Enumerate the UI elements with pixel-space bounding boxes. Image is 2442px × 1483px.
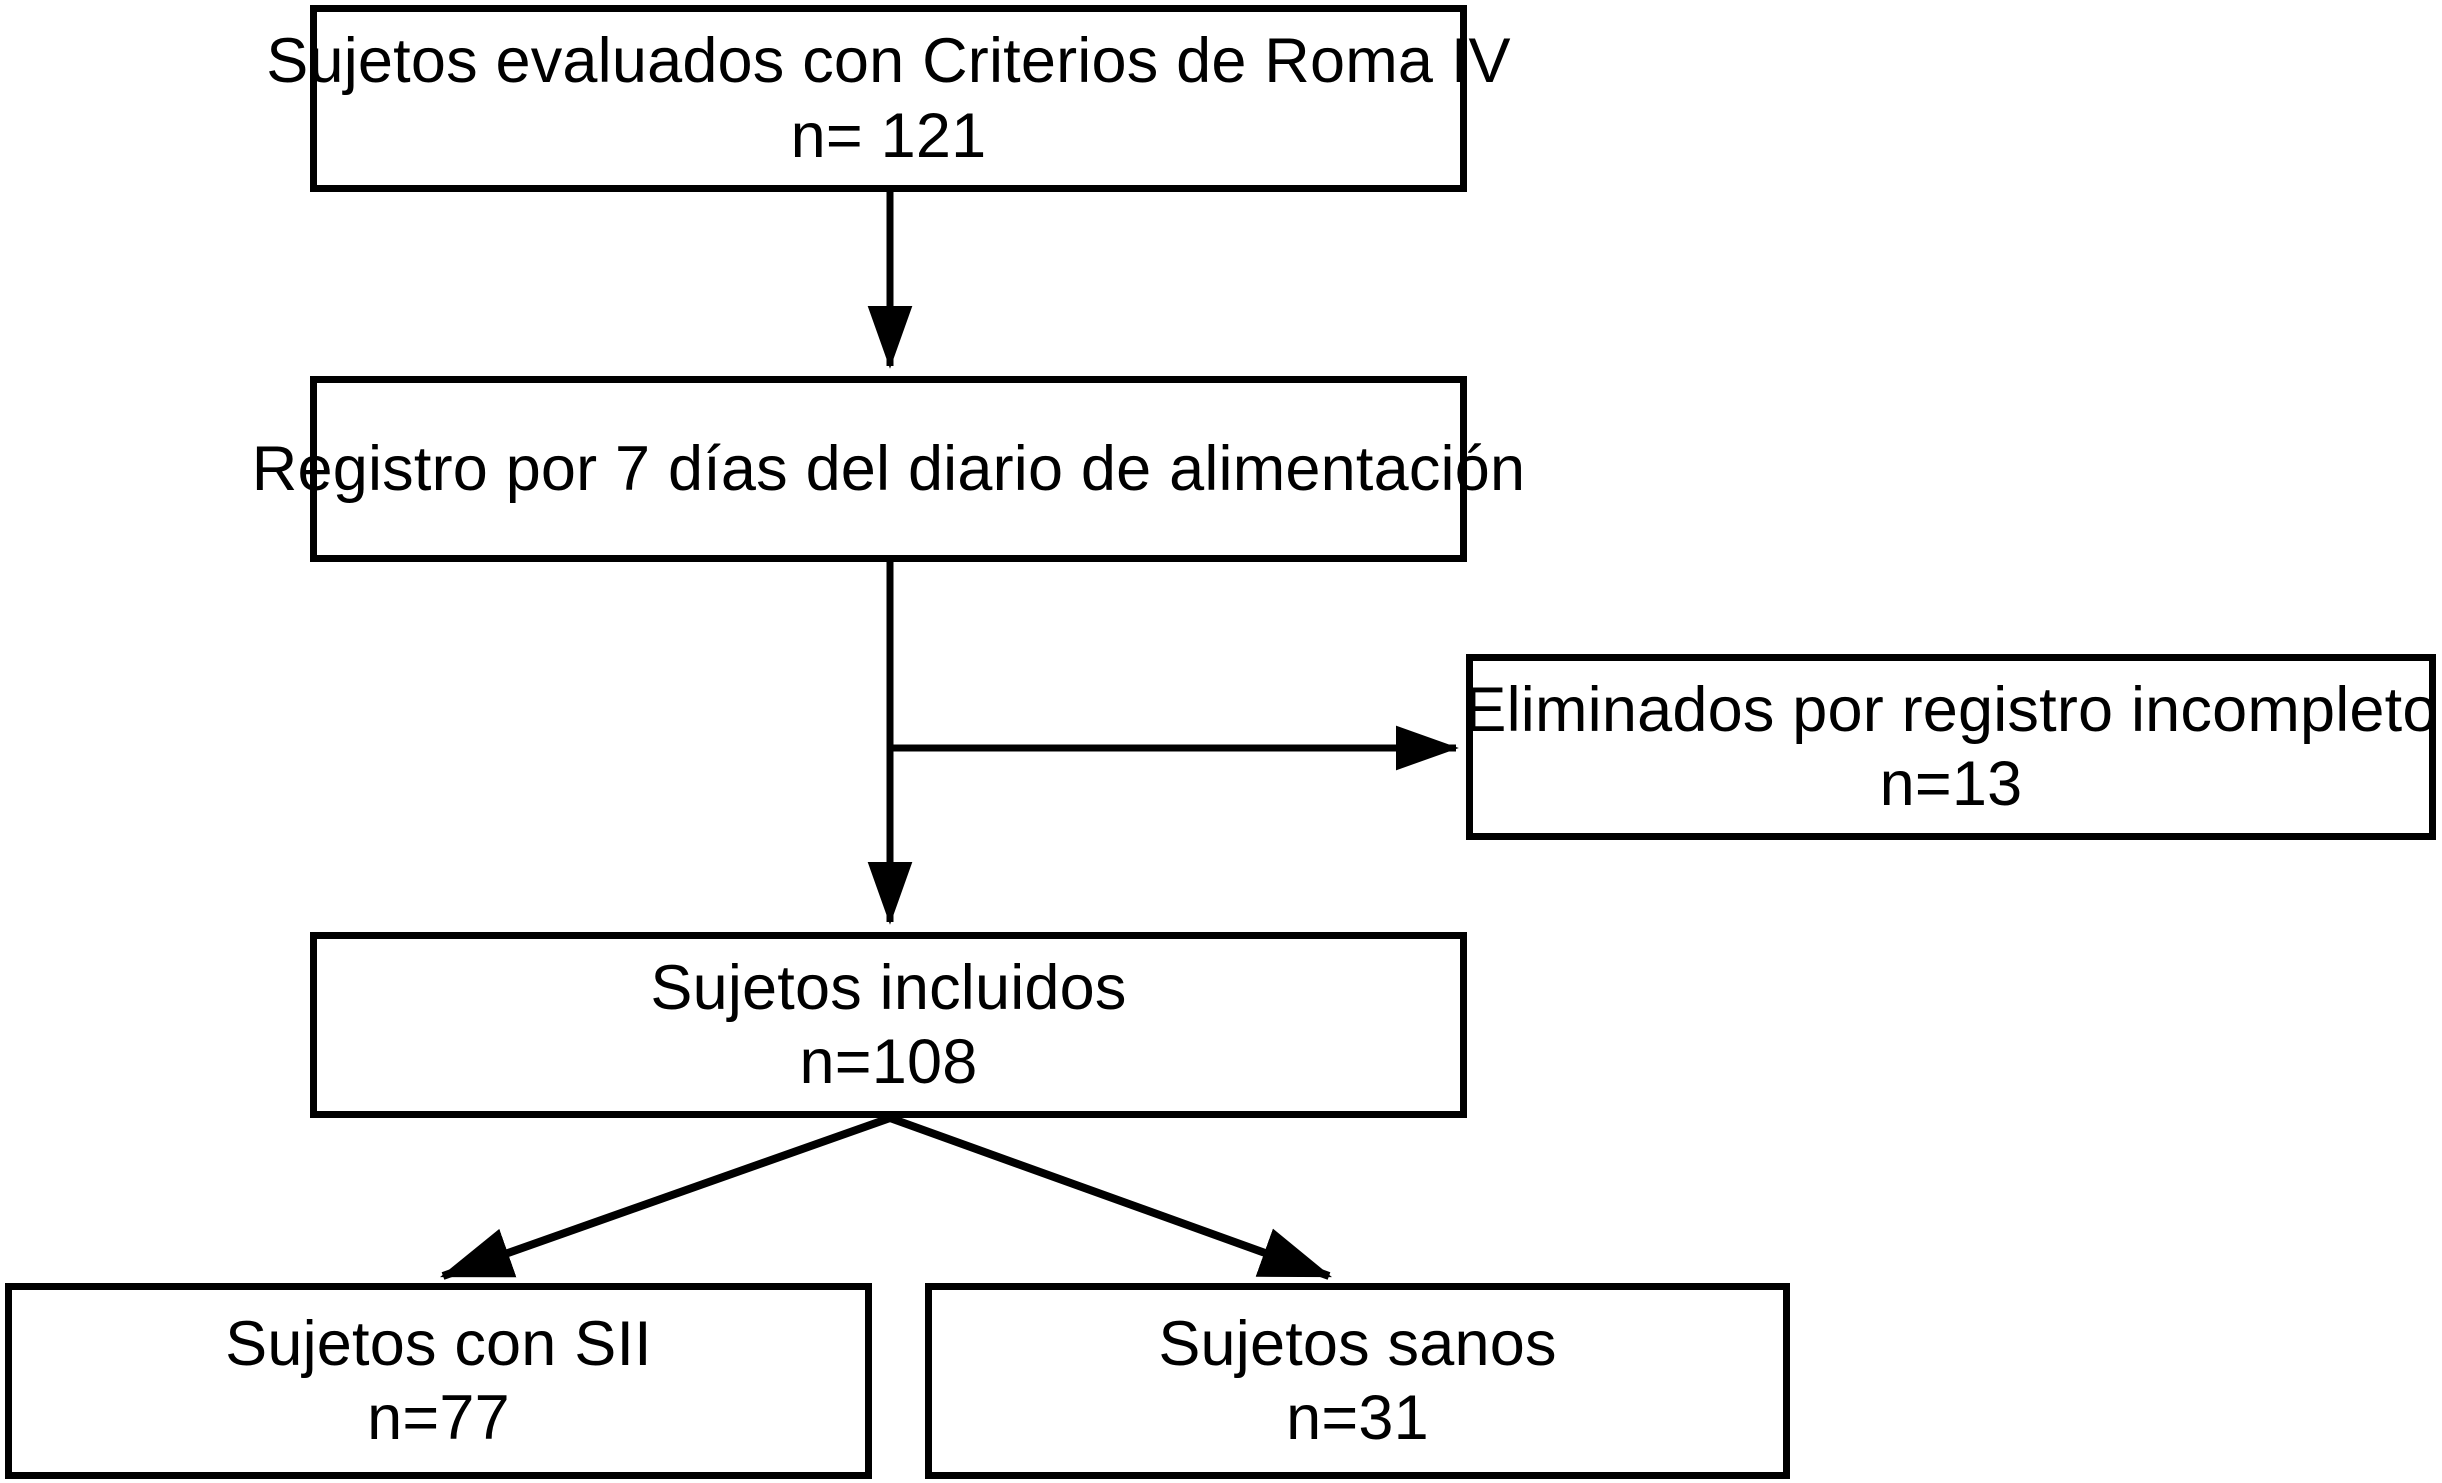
node-count: n=77	[367, 1383, 510, 1453]
node-count: n= 121	[790, 100, 987, 171]
node-eliminados-registro-incompleto: Eliminados por registro incompleto n=13	[1464, 654, 2438, 840]
node-sujetos-sanos: Sujetos sanos n=31	[925, 1283, 1790, 1479]
edge-incluidos-to-sanos	[888, 1114, 1333, 1280]
node-sujetos-incluidos: Sujetos incluidos n=108	[310, 932, 1467, 1118]
node-title: Registro por 7 días del diario de alimen…	[251, 433, 1526, 504]
node-title: Sujetos con SII	[225, 1308, 652, 1379]
edge-incluidos-to-sii	[439, 1114, 892, 1280]
node-title: Eliminados por registro incompleto	[1464, 674, 2438, 745]
node-sujetos-evaluados: Sujetos evaluados con Criterios de Roma …	[266, 5, 1511, 192]
node-count: n=31	[1286, 1383, 1429, 1453]
node-sujetos-con-sii: Sujetos con SII n=77	[5, 1283, 872, 1479]
node-count: n=13	[1879, 749, 2023, 819]
node-title: Sujetos sanos	[1158, 1308, 1557, 1379]
node-title: Sujetos incluidos	[650, 952, 1127, 1023]
node-registro-diario: Registro por 7 días del diario de alimen…	[252, 376, 1525, 562]
node-count: n=108	[799, 1027, 978, 1097]
node-title: Sujetos evaluados con Criterios de Roma …	[266, 26, 1511, 97]
